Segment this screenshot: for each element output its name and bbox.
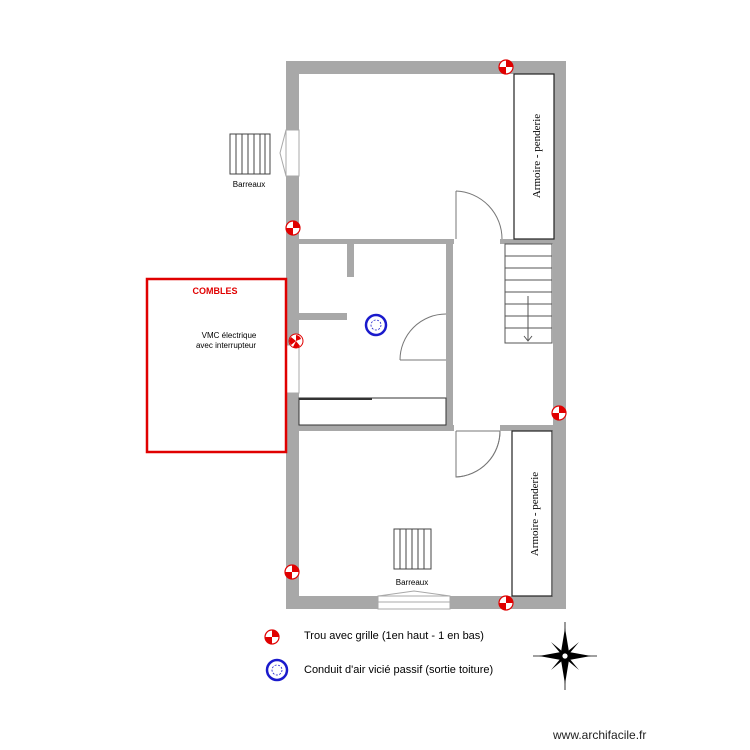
legend-conduit-text: Conduit d'air vicié passif (sortie toitu… [304, 664, 494, 676]
window-left-top [285, 129, 300, 177]
vmc-fan-icon [288, 333, 304, 349]
window-left-mid [285, 344, 300, 394]
stair-icon [504, 243, 553, 344]
interior-walls [299, 239, 553, 431]
air-duct-icon [265, 658, 289, 682]
grille-hole-icon [498, 59, 514, 75]
combles-area [145, 277, 288, 454]
barreaux-top-label: Barreaux [233, 180, 265, 189]
outer-walls [286, 61, 566, 609]
grille-hole-icon [264, 629, 280, 645]
wardrobe-top-label: Armoire - penderie [531, 114, 543, 198]
air-duct-icon [364, 313, 388, 337]
barreaux-bottom-label: Barreaux [396, 578, 428, 587]
shelf [298, 397, 447, 426]
wardrobe-bottom [511, 430, 553, 597]
watermark[interactable]: www.archifacile.fr [553, 728, 647, 742]
combles-label: COMBLES [193, 286, 238, 296]
grille-hole-icon [285, 220, 301, 236]
window-bars-icon [393, 528, 432, 570]
door-top [455, 190, 503, 240]
grille-hole-icon [551, 405, 567, 421]
wardrobe-bottom-label: Armoire - penderie [529, 472, 541, 556]
door-bottom [455, 430, 501, 478]
compass-rose-icon [533, 622, 597, 690]
window-bars-icon [229, 133, 271, 175]
vmc-label-line1: VMC électrique [202, 331, 257, 340]
legend-grille-text: Trou avec grille (1en haut - 1 en bas) [304, 630, 484, 642]
door-middle [399, 313, 447, 361]
grille-hole-icon [284, 564, 300, 580]
wardrobe-top [513, 73, 555, 240]
grille-hole-icon [498, 595, 514, 611]
vmc-label-line2: avec interrupteur [196, 341, 256, 350]
